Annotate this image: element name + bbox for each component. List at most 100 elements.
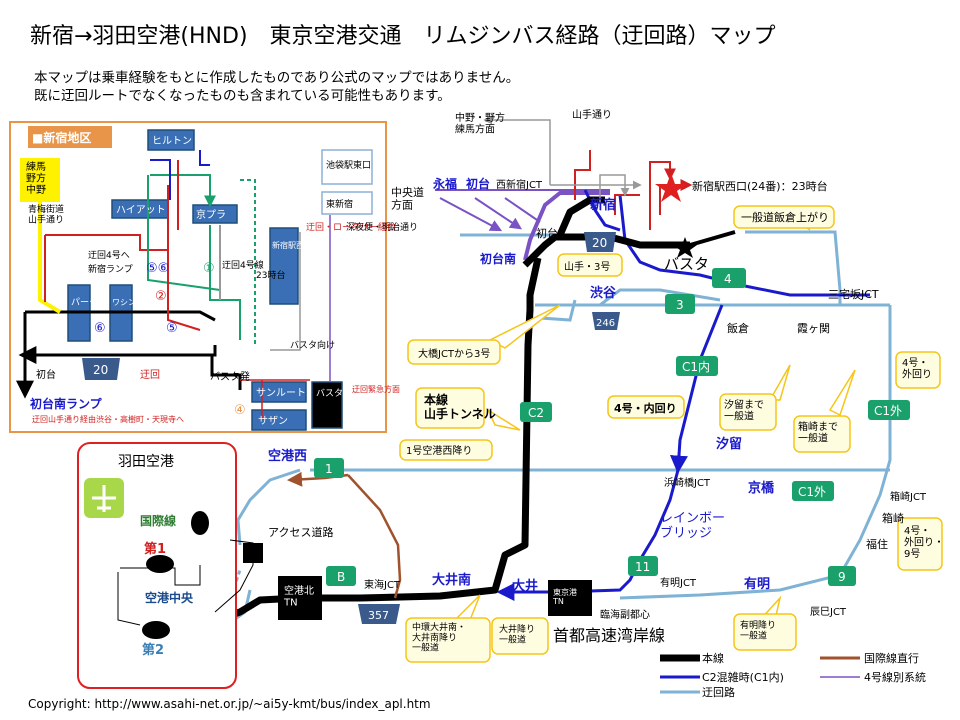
- shield-text-357: 357: [368, 609, 389, 622]
- inset-nerima: 練馬野方中野: [26, 160, 46, 196]
- shinjuku-west-star: [655, 173, 687, 202]
- shield-246: [592, 312, 620, 330]
- legend-c2: C2混雑時(C1内): [702, 670, 784, 684]
- inset-park: パーク: [71, 297, 98, 308]
- label-hakozaki-ippan: 箱崎まで一般道: [798, 420, 838, 445]
- inset-keio: 京プラ: [196, 208, 226, 221]
- shield-text-20: 20: [592, 236, 607, 250]
- inset-ome: 青梅街道山手通り: [28, 203, 64, 225]
- label-tokai: 東海JCT: [364, 578, 401, 591]
- airport-international: 国際線: [140, 513, 176, 528]
- airport-inner-roads: [117, 565, 201, 626]
- label-rainbow: レインボーブリッジ: [660, 511, 725, 541]
- label-nishishinjuku: 西新宿JCT: [496, 178, 543, 191]
- inset-southern: サザン: [258, 415, 288, 427]
- label-shiodome: 汐留: [716, 436, 742, 452]
- label-access-road: アクセス道路: [268, 525, 333, 539]
- inset-sunroute: サンルート: [256, 387, 306, 399]
- shield-4: [712, 268, 746, 288]
- disclaimer-line-1: 本マップは乗車経験をもとに作成したものであり公式のマップではありません。: [34, 70, 520, 86]
- shield-20-top: [584, 232, 616, 252]
- shield-text-4: 4: [724, 272, 732, 286]
- label-hakozaki: 箱崎: [882, 511, 904, 525]
- label-ohashi: 大橋JCTから3号: [418, 347, 490, 360]
- shield-c2: [520, 402, 552, 422]
- callout-boxes: [399, 205, 943, 663]
- legend-intl: 国際線直行: [864, 651, 919, 665]
- inset-routes: [16, 150, 331, 420]
- label-oi-minami: 大井南: [432, 572, 471, 588]
- inset-busta-depart: バスタ発: [210, 370, 250, 383]
- label-kyobashi: 京橋: [748, 480, 775, 496]
- airport-t1: 第1: [144, 541, 166, 557]
- label-hakozaki-jct: 箱崎JCT: [890, 490, 927, 503]
- shield-c1-inner: [676, 356, 718, 376]
- label-bayshore: 首都高速湾岸線: [553, 626, 665, 645]
- label-kuko-nishi: 空港西: [268, 448, 307, 464]
- page-title: 新宿→羽田空港(HND) 東京空港交通 リムジンバス経路（迂回路）マップ: [30, 24, 776, 49]
- shield-text-246: 246: [596, 318, 615, 329]
- inset-circled-56: ⑤⑥: [146, 261, 169, 276]
- label-hamazakibashi: 浜崎橋JCT: [664, 476, 711, 489]
- label-kasumigaseki: 霞ヶ関: [797, 322, 830, 335]
- inset-late-night: 深夜便・明治通り: [346, 221, 418, 233]
- airport-t2: 第2: [142, 642, 164, 658]
- copyright: Copyright: http://www.asahi-net.or.jp/~a…: [28, 697, 431, 711]
- shield-11: [628, 556, 658, 576]
- label-route4-outer9: 4号・外回り・9号: [904, 525, 944, 560]
- label-hatsudai: 初台: [466, 176, 490, 191]
- shield-c1-outer2: [792, 481, 834, 501]
- inset-shinjuku-west: 新宿駅西口24: [272, 240, 322, 250]
- label-ariake-ippan: 有明降り一般道: [740, 619, 776, 641]
- shield-text-c1-outer: C1外: [874, 404, 902, 418]
- inset-hatsudai: 初台: [36, 368, 56, 381]
- inset-detour-route4: 迂回4号へ: [88, 250, 130, 261]
- label-kanjo: 中環大井南・大井南降り一般道: [412, 621, 466, 654]
- shield-text-c2: C2: [528, 406, 544, 420]
- airport-central: 空港中央: [145, 590, 194, 605]
- main-line-ext: [689, 230, 736, 247]
- label-busta: バスタ: [664, 255, 709, 273]
- route4-separate-system: [435, 189, 610, 232]
- label-rinkai: 臨海副都心: [600, 608, 650, 621]
- inset-hyatt: ハイアット: [116, 205, 166, 216]
- label-honsen: 本線山手トンネル: [424, 392, 496, 421]
- inset-busta: バスタ: [316, 388, 343, 399]
- label-shinjuku: 新宿: [590, 197, 616, 213]
- shield-b: [326, 566, 356, 586]
- inset-busta-bound: バスタ向け: [290, 339, 335, 351]
- label-chuo: 中央道方面: [391, 185, 424, 212]
- disclaimer-line-2: 既に迂回ルートでなくなったものも含まれている可能性もあります。: [34, 88, 451, 104]
- label-hatsudai-minami: 初台南: [480, 251, 516, 266]
- shinjuku-approach: [483, 115, 693, 230]
- shields: [82, 232, 910, 624]
- shield-9: [828, 566, 856, 586]
- shield-text-11: 11: [635, 560, 650, 574]
- label-yamate3: 山手・3号: [564, 260, 610, 273]
- plane-icon: [92, 485, 116, 512]
- label-route1-west: 1号空港西降り: [406, 444, 472, 457]
- legend-lines: [660, 654, 860, 694]
- label-eifuku: 永福: [432, 176, 457, 191]
- shield-3: [665, 294, 695, 314]
- inset-circled-6: ⑥: [94, 321, 106, 336]
- terminal-2: [142, 621, 170, 639]
- legend-detour: 迂回路: [702, 686, 735, 699]
- inset-hours23: 23時台: [256, 269, 285, 281]
- label-shinjuku-west: 新宿駅西口(24番)：23時台: [692, 179, 828, 193]
- inset-boxes: [67, 129, 373, 431]
- label-ariake-jct: 有明JCT: [660, 576, 697, 589]
- label-ippan-iidabashi: 一般道飯倉上がり: [741, 210, 829, 224]
- label-iikura: 飯倉: [727, 321, 749, 335]
- shield-1: [314, 458, 344, 478]
- shield-20-inset: [82, 358, 120, 380]
- label-yamate: 山手通り: [572, 108, 612, 121]
- shield-c1-outer: [868, 400, 910, 420]
- legend-main: 本線: [702, 651, 724, 665]
- label-nakano: 中野・野方練馬方面: [455, 111, 505, 136]
- shield-text-b: B: [337, 570, 345, 584]
- inset-circled-5: ⑤: [166, 321, 178, 336]
